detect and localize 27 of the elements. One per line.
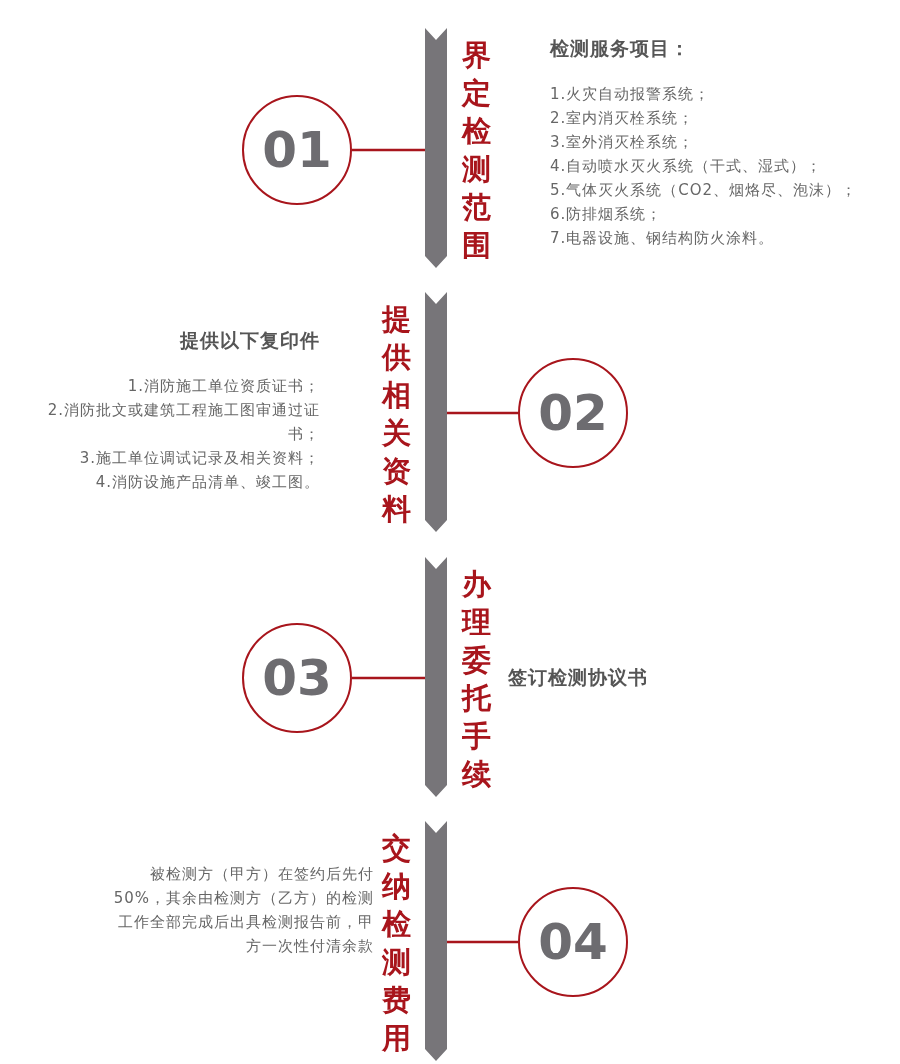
step-title: 提供相关资料 <box>380 301 412 528</box>
description-text: 2.消防批文或建筑工程施工图审通过证书； <box>46 400 320 445</box>
section-heading: 提供以下复印件 <box>178 328 320 352</box>
step-number: 01 <box>262 121 332 179</box>
description-text: 6.防排烟系统； <box>550 204 664 225</box>
description-text: 1.火灾自动报警系统； <box>550 84 712 105</box>
connector-line <box>352 148 425 152</box>
step-title: 交纳检测费用 <box>380 830 412 1057</box>
step-title: 办理委托手续 <box>460 566 493 793</box>
description-text: 2.室内消灭栓系统； <box>550 108 696 129</box>
description-text: 4.自动喷水灭火系统（干式、湿式）； <box>550 156 824 177</box>
description-text: 5.气体灭火系统（CO2、烟烙尽、泡沫）； <box>550 180 859 201</box>
step-title: 界定检测范围 <box>460 37 492 264</box>
connector-line <box>447 940 518 944</box>
step-number: 04 <box>538 913 608 971</box>
description-text: 4.消防设施产品清单、竣工图。 <box>94 472 320 493</box>
description-text: 1.消防施工单位资质证书； <box>126 376 320 397</box>
connector-line <box>447 411 518 415</box>
description-text: 7.电器设施、钢结构防火涂料。 <box>550 228 776 249</box>
description-text: 被检测方（甲方）在签约后先付50%，其余由检测方（乙方）的检测工作全部完成后出具检测报告前，甲方一次性付清余款 <box>112 864 374 957</box>
description-text: 3.室外消灭栓系统； <box>550 132 696 153</box>
section-heading: 检测服务项目： <box>550 36 691 60</box>
step-number: 03 <box>262 649 332 707</box>
connector-line <box>352 676 425 680</box>
description-text: 3.施工单位调试记录及相关资料； <box>78 448 320 469</box>
step-number: 02 <box>538 384 608 442</box>
section-heading: 签订检测协议书 <box>508 665 649 689</box>
